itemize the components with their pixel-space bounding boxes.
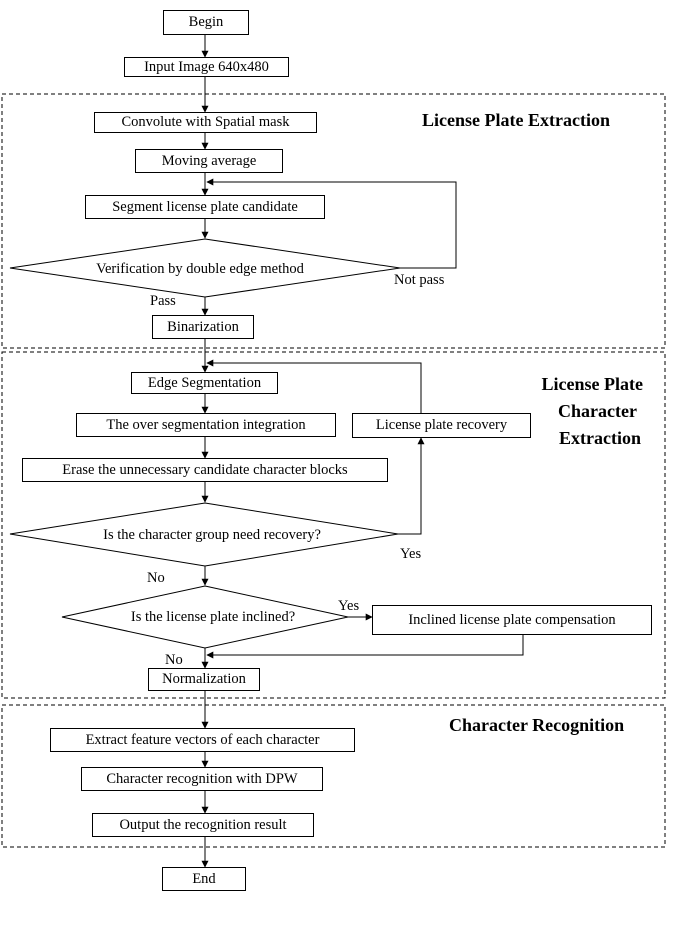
node-erase-blocks: Erase the unnecessary candidate characte…	[22, 458, 388, 482]
label-yes-recovery: Yes	[400, 546, 422, 562]
node-moving-average: Moving average	[135, 149, 283, 173]
section-title-char-extraction-line3: Extraction	[559, 428, 641, 448]
node-normalization: Normalization	[148, 668, 260, 691]
node-binarization: Binarization	[152, 315, 254, 339]
node-edge-segmentation: Edge Segmentation	[131, 372, 278, 394]
arrow-not-pass-loop	[206, 178, 457, 269]
arrow-compensation-return	[206, 635, 524, 659]
node-convolve: Convolute with Spatial mask	[94, 112, 317, 133]
arrow-recovery-to-edge	[206, 359, 422, 413]
label-yes-inclined: Yes	[338, 598, 360, 614]
node-output-result: Output the recognition result	[92, 813, 314, 837]
node-begin: Begin	[163, 10, 249, 35]
node-end: End	[162, 867, 246, 891]
label-no-recovery: No	[147, 570, 165, 586]
node-extract-features: Extract feature vectors of each characte…	[50, 728, 355, 752]
label-no-inclined: No	[165, 652, 183, 668]
node-plate-recovery: License plate recovery	[352, 413, 531, 438]
section-title-recognition: Character Recognition	[449, 715, 625, 735]
section-frame-char-extraction	[1, 351, 666, 699]
node-recognition-dpw: Character recognition with DPW	[81, 767, 323, 791]
decision-verification-text: Verification by double edge method	[96, 261, 304, 277]
node-over-segmentation: The over segmentation integration	[76, 413, 336, 437]
node-segment-candidate: Segment license plate candidate	[85, 195, 325, 219]
section-frame-recognition	[1, 704, 666, 848]
arrow-yes-to-recovery	[398, 437, 425, 535]
node-inclined-compensation: Inclined license plate compensation	[372, 605, 652, 635]
section-title-extraction: License Plate Extraction	[422, 110, 610, 130]
decision-inclined-text: Is the license plate inclined?	[130, 609, 296, 625]
label-pass: Pass	[150, 293, 176, 309]
section-frame-extraction	[1, 93, 666, 349]
section-title-char-extraction-line2: Character	[558, 401, 637, 421]
label-not-pass: Not pass	[394, 272, 445, 288]
section-title-char-extraction-line1: License Plate	[541, 374, 643, 394]
node-input-image: Input Image 640x480	[124, 57, 289, 77]
decision-need-recovery-text: Is the character group need recovery?	[103, 527, 321, 543]
